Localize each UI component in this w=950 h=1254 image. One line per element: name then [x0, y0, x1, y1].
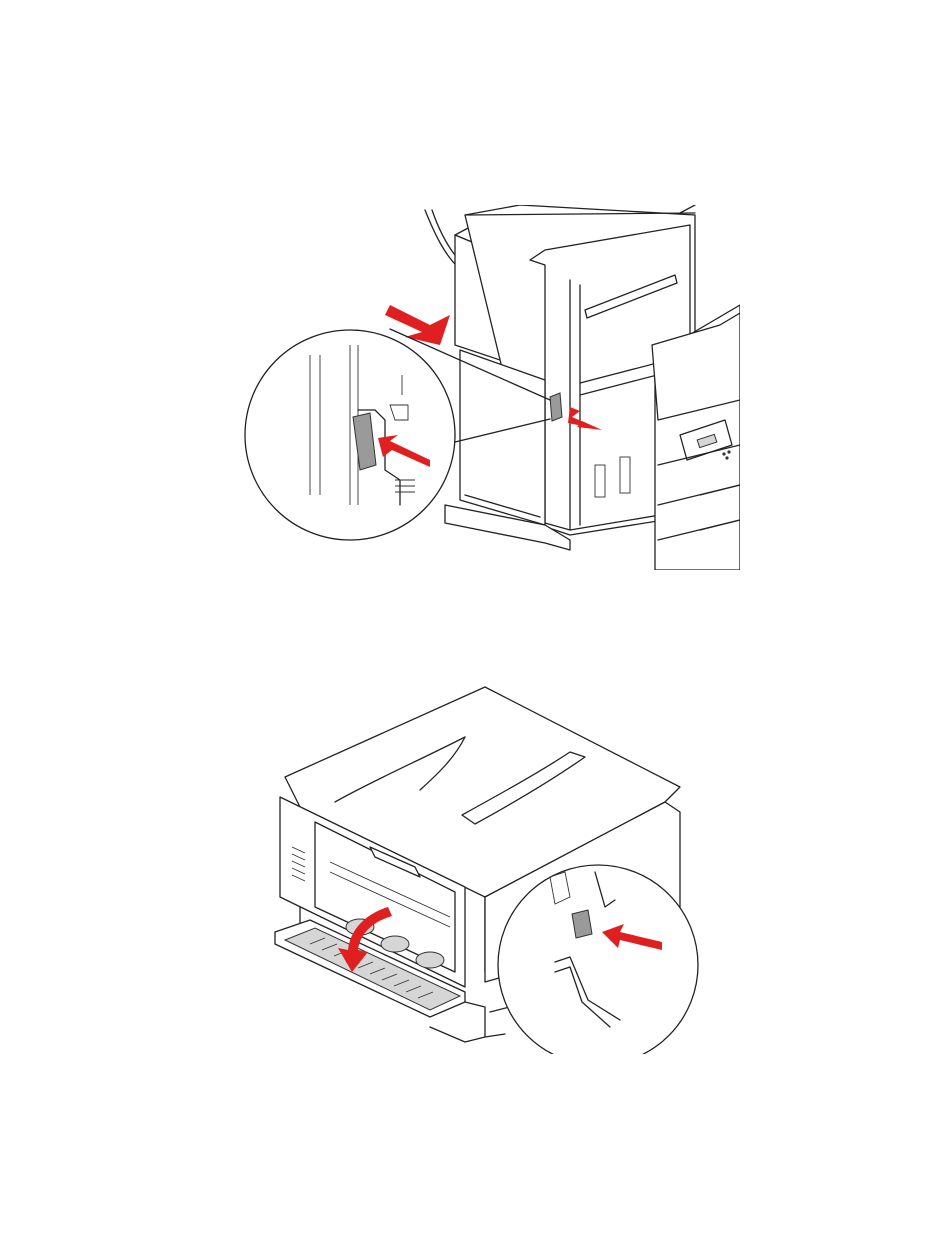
latch-icon [550, 393, 562, 421]
magnified-callout-rear [498, 865, 698, 1054]
push-arrow-large-icon [385, 305, 450, 345]
figure-side-latch-illustration [240, 205, 740, 570]
release-button-icon [572, 910, 592, 938]
figure-rear-cover-illustration [270, 682, 700, 1054]
